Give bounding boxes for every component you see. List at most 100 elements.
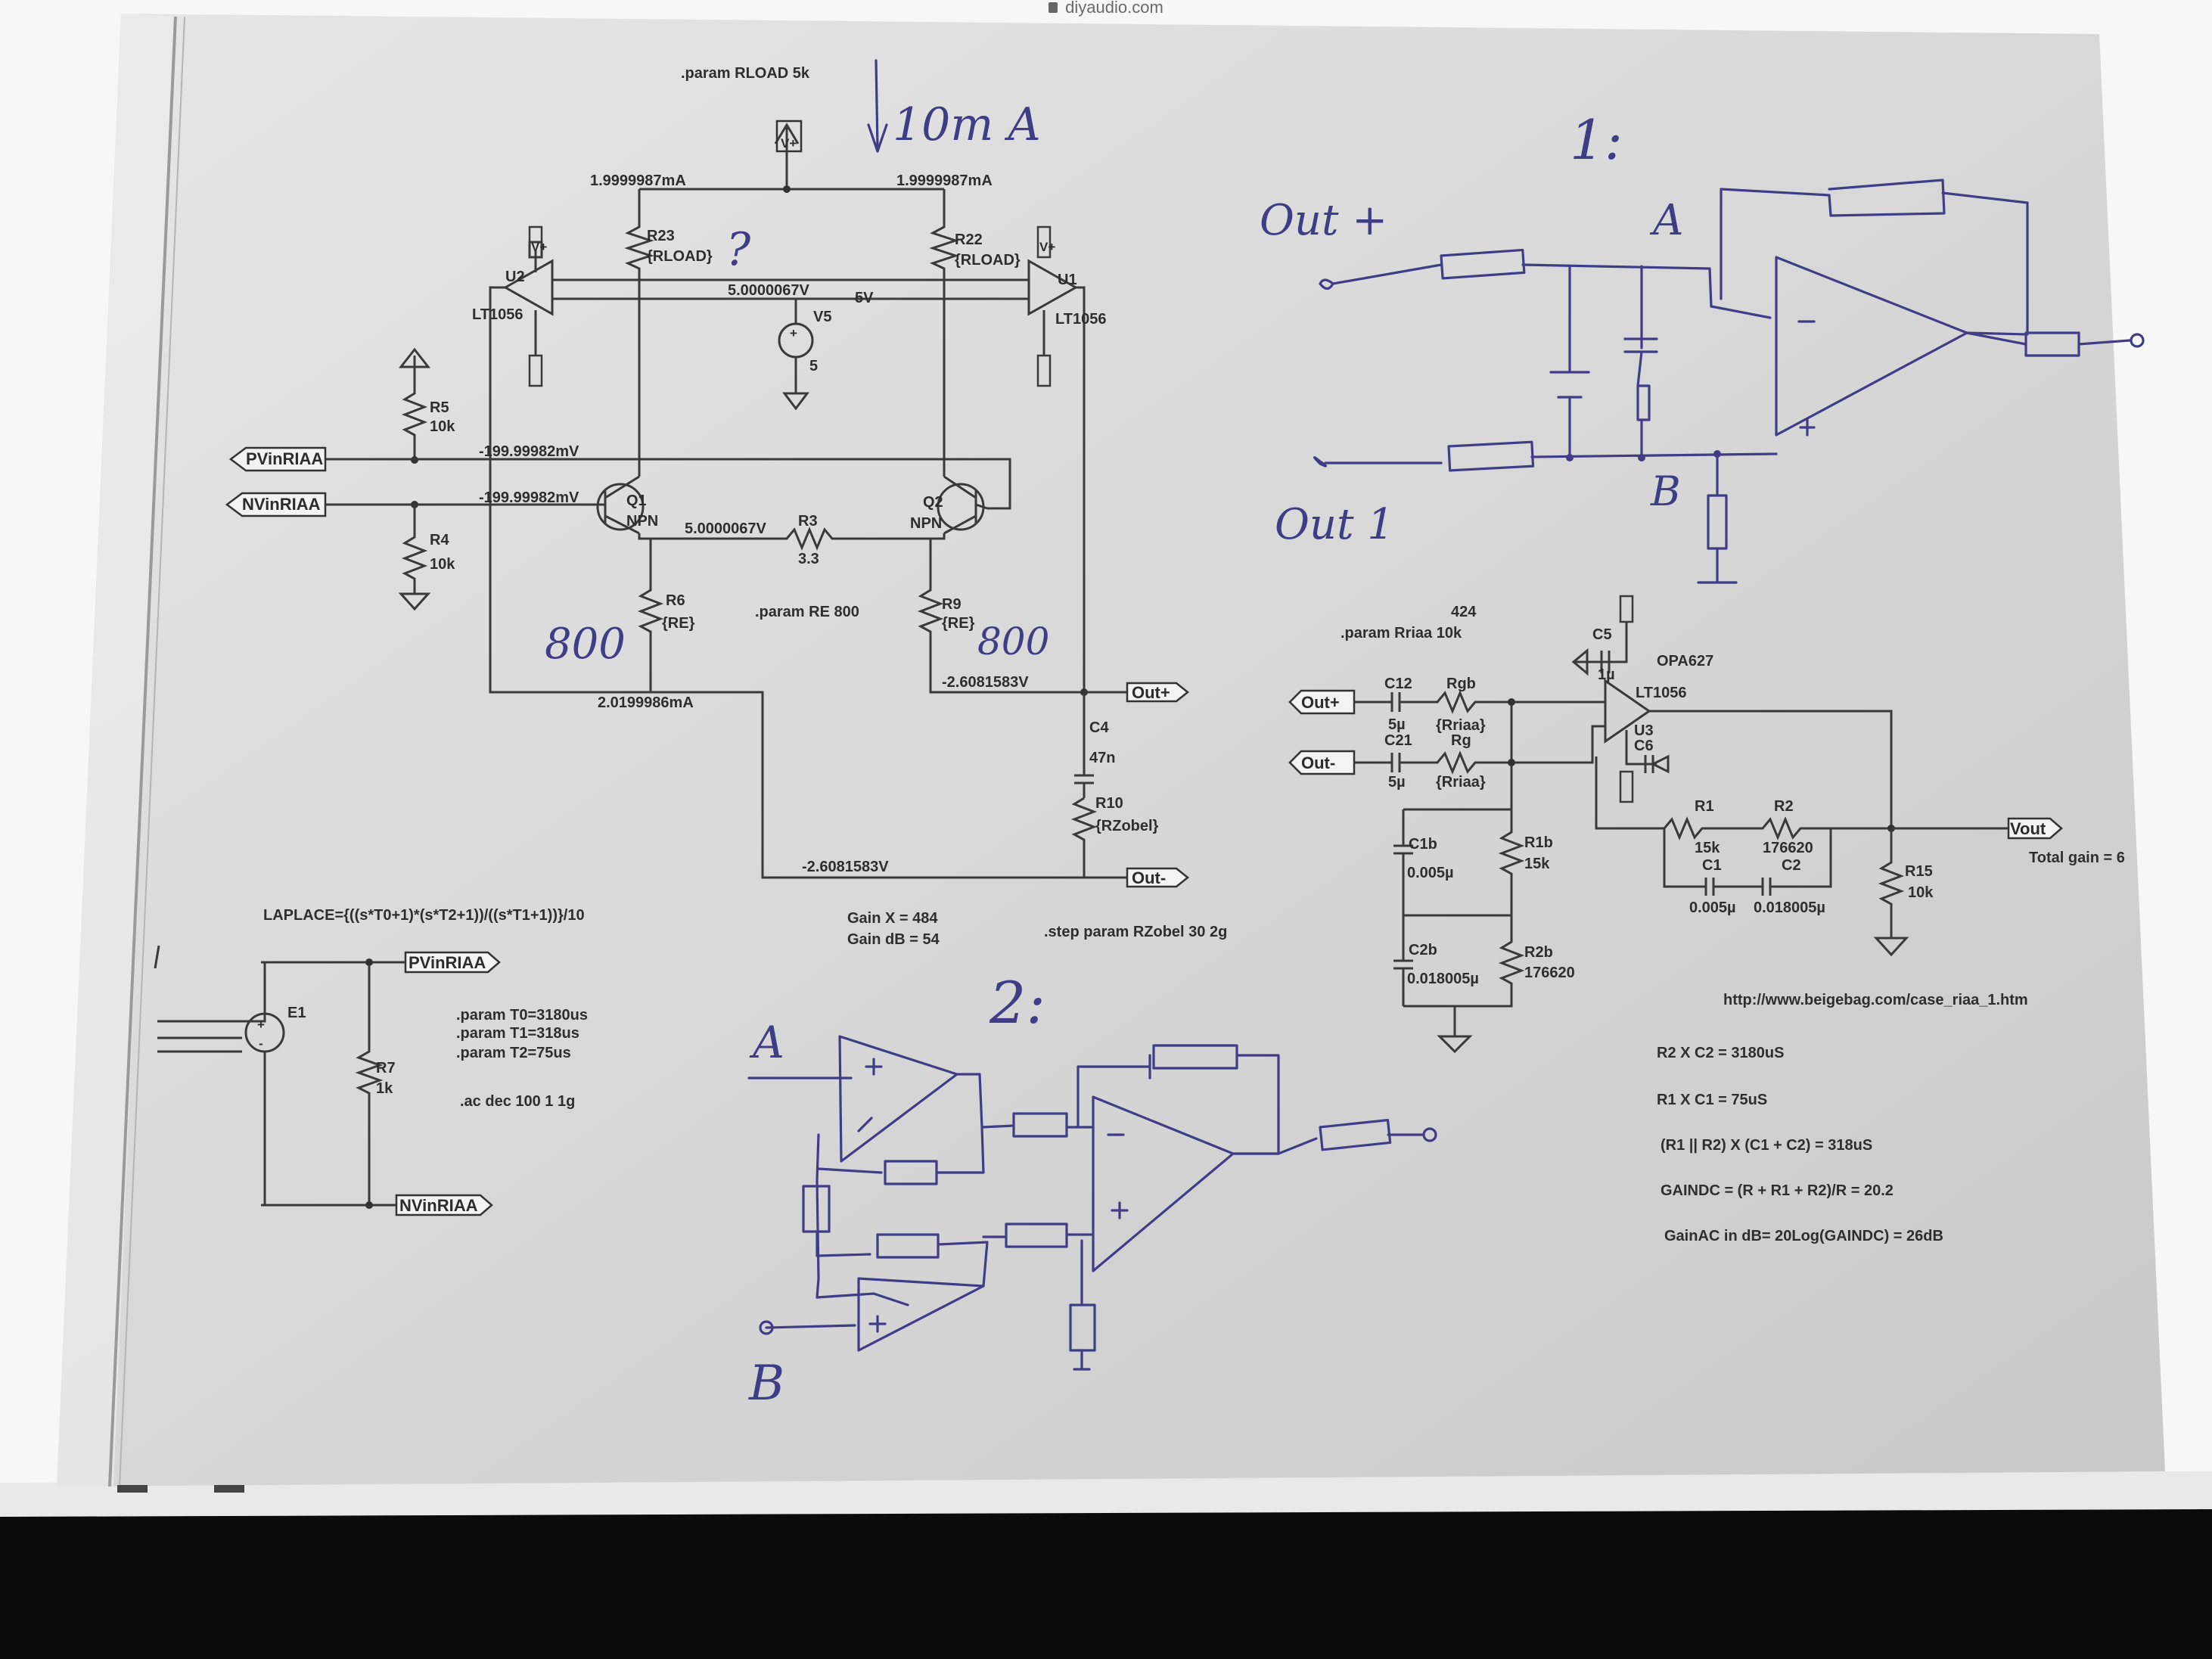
reference-url: http://www.beigebag.com/case_riaa_1.htm bbox=[1723, 992, 2028, 1008]
param-rload: .param RLOAD 5k bbox=[681, 65, 810, 82]
total-gain: Total gain = 6 bbox=[2029, 850, 2125, 866]
v5-net: 5V bbox=[855, 290, 874, 306]
svg-text:V+: V+ bbox=[531, 240, 547, 254]
c4-label: C4 bbox=[1089, 719, 1109, 736]
r1b-value: 15k bbox=[1524, 856, 1550, 872]
bias-voltage: 5.0000067V bbox=[728, 282, 810, 299]
r22-value: {RLOAD} bbox=[955, 252, 1021, 269]
mv-top: -199.99982mV bbox=[479, 443, 579, 460]
r23-label: R23 bbox=[647, 228, 675, 244]
r3-value: 3.3 bbox=[798, 551, 819, 567]
param-re: .param RE 800 bbox=[755, 604, 859, 620]
rgb-label: Rgb bbox=[1446, 676, 1476, 692]
port-pvinriaa: PVinRIAA bbox=[246, 449, 323, 468]
r22-label: R22 bbox=[955, 231, 983, 248]
r1-value: 15k bbox=[1695, 840, 1720, 856]
port-vout: Vout bbox=[2010, 819, 2046, 838]
handwritten-sketch-1 bbox=[867, 59, 2145, 584]
handwritten-re-left: 800 bbox=[545, 620, 626, 669]
r4-label: R4 bbox=[430, 532, 449, 548]
u3-label: U3 bbox=[1634, 722, 1654, 739]
c21-label: C21 bbox=[1384, 732, 1412, 749]
port-nvinriaa-2: NVinRIAA bbox=[399, 1196, 478, 1215]
handwritten-node-b2: B bbox=[748, 1356, 784, 1412]
equation-1: R2 X C2 = 3180uS bbox=[1657, 1045, 1784, 1061]
r6-value: {RE} bbox=[662, 615, 695, 632]
svg-text:V+: V+ bbox=[1039, 240, 1055, 254]
param-t2: .param T2=75us bbox=[456, 1045, 571, 1061]
handwritten-label-2: 2: bbox=[989, 969, 1045, 1036]
q1-label: Q1 bbox=[626, 492, 647, 509]
r10-value: {RZobel} bbox=[1095, 818, 1159, 834]
r4-value: 10k bbox=[430, 556, 455, 573]
equation-3: (R1 || R2) X (C1 + C2) = 318uS bbox=[1661, 1137, 1872, 1154]
gain-x: Gain X = 484 bbox=[847, 910, 938, 927]
handwritten-question: ? bbox=[726, 223, 751, 276]
c2b-label: C2b bbox=[1409, 942, 1437, 958]
q1-type: NPN bbox=[626, 513, 658, 530]
equation-4: GAINDC = (R + R1 + R2)/R = 20.2 bbox=[1661, 1182, 1894, 1199]
c5-value: 1µ bbox=[1598, 666, 1615, 683]
handwritten-node-a2: A bbox=[749, 1017, 784, 1068]
r7-label: R7 bbox=[376, 1060, 396, 1076]
num-424: 424 bbox=[1451, 604, 1477, 620]
port-nvinriaa: NVinRIAA bbox=[242, 495, 321, 514]
out-voltage-bottom: -2.6081583V bbox=[802, 859, 889, 875]
r2b-value: 176620 bbox=[1524, 965, 1575, 981]
c1-value: 0.005µ bbox=[1689, 899, 1736, 916]
c2-value: 0.018005µ bbox=[1754, 899, 1825, 916]
r9-label: R9 bbox=[942, 596, 962, 613]
balanced-amp-schematic: V+ V+ V+ + bbox=[154, 120, 1190, 1216]
c12-value: 5µ bbox=[1388, 716, 1406, 733]
handwritten-sketch-2 bbox=[747, 1035, 1437, 1371]
current-left: 1.9999987mA bbox=[590, 172, 686, 189]
r1b-label: R1b bbox=[1524, 834, 1553, 851]
port-out-plus: Out+ bbox=[1132, 683, 1170, 702]
gain-db: Gain dB = 54 bbox=[847, 931, 940, 948]
r5-value: 10k bbox=[430, 418, 455, 435]
handwritten-re-right: 800 bbox=[977, 620, 1049, 663]
r2-label: R2 bbox=[1774, 798, 1794, 815]
rgb-value: {Rriaa} bbox=[1436, 717, 1486, 734]
r1-label: R1 bbox=[1695, 798, 1714, 815]
url-bar: diyaudio.com bbox=[0, 0, 2212, 17]
lock-icon bbox=[1049, 2, 1058, 13]
handwritten-current: 10m A bbox=[893, 98, 1041, 151]
r15-label: R15 bbox=[1905, 863, 1933, 880]
c4-value: 47n bbox=[1089, 750, 1115, 766]
r3-label: R3 bbox=[798, 513, 818, 530]
c6-label: C6 bbox=[1634, 738, 1654, 754]
current-right: 1.9999987mA bbox=[896, 172, 993, 189]
q2-label: Q2 bbox=[923, 494, 943, 511]
c12-label: C12 bbox=[1384, 676, 1412, 692]
q2-type: NPN bbox=[910, 515, 942, 532]
c1b-label: C1b bbox=[1409, 836, 1437, 853]
handwritten-node-a: A bbox=[1649, 196, 1683, 245]
c21-value: 5µ bbox=[1388, 774, 1406, 791]
r2b-label: R2b bbox=[1524, 944, 1553, 961]
r6-label: R6 bbox=[666, 592, 685, 609]
param-t1: .param T1=318us bbox=[456, 1025, 579, 1042]
c1-label: C1 bbox=[1702, 857, 1722, 874]
rg-label: Rg bbox=[1451, 732, 1471, 749]
v5-value: 5 bbox=[809, 358, 818, 374]
riaa-input-out-plus: Out+ bbox=[1301, 693, 1340, 712]
riaa-input-out-minus: Out- bbox=[1301, 753, 1335, 772]
riaa-schematic bbox=[1288, 595, 2063, 1054]
r10-label: R10 bbox=[1095, 795, 1123, 812]
param-rriaa: .param Rriaa 10k bbox=[1341, 625, 1462, 642]
step-param: .step param RZobel 30 2g bbox=[1044, 924, 1227, 940]
handwritten-out-plus: Out + bbox=[1260, 196, 1387, 245]
dark-surface bbox=[0, 1502, 2212, 1659]
port-out-minus: Out- bbox=[1132, 868, 1166, 887]
svg-text:-: - bbox=[259, 1036, 263, 1051]
mv-bottom: -199.99982mV bbox=[479, 489, 579, 506]
ac-command: .ac dec 100 1 1g bbox=[460, 1093, 575, 1110]
c2-label: C2 bbox=[1782, 857, 1801, 874]
port-pvinriaa-2: PVinRIAA bbox=[409, 953, 486, 972]
handwritten-node-b: B bbox=[1650, 468, 1681, 515]
opamp-opa627: OPA627 bbox=[1657, 653, 1713, 670]
r15-value: 10k bbox=[1908, 884, 1934, 901]
opamp-lt1056: LT1056 bbox=[1636, 685, 1686, 701]
